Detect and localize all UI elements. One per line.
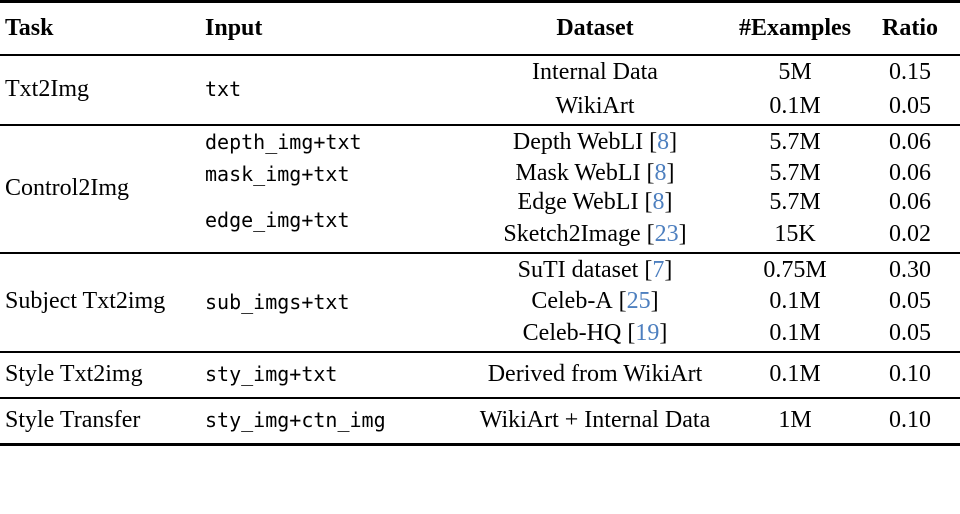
table-row: Sketch2Image [23] 15K 0.02	[0, 218, 960, 253]
table-row: edge_img+txt Edge WebLI [8] 5.7M 0.06	[0, 189, 960, 231]
bracket-close: ]	[664, 189, 673, 216]
cell-examples: 0.1M	[769, 288, 821, 315]
cell-input: sub_imgs+txt	[195, 251, 460, 352]
bracket-open: [	[644, 189, 653, 216]
cell-examples: 0.1M	[769, 319, 821, 346]
cell-examples: 5M	[730, 53, 860, 90]
cell-examples: 5.7M	[730, 123, 860, 160]
table-section-style-transfer: Style Transfer sty_img+ctn_img WikiArt +…	[0, 396, 960, 446]
citation-ref[interactable]: 8	[654, 160, 667, 187]
table-row: Celeb-A [25] 0.1M 0.05	[0, 288, 960, 317]
table-row: Control2Img depth_img+txt Depth WebLI [8…	[0, 123, 960, 253]
table-section-style-txt2img: Style Txt2img sty_img+txt Derived from W…	[0, 350, 960, 398]
cell-dataset: WikiArt	[555, 92, 635, 119]
cell-task: Control2Img	[0, 123, 195, 253]
cell-dataset: SuTI dataset [7]	[460, 251, 730, 288]
cell-dataset: Celeb-HQ [19]	[460, 317, 730, 352]
dataset-name: Depth WebLI	[512, 128, 644, 155]
citation-ref[interactable]: 8	[652, 189, 665, 216]
cell-examples: 0.1M	[769, 92, 821, 119]
bracket-open: [	[646, 160, 655, 187]
citation-ref[interactable]: 19	[635, 319, 660, 346]
cell-dataset: Derived from WikiArt	[460, 350, 730, 398]
citation-ref[interactable]: 7	[652, 256, 665, 283]
bracket-open: [	[649, 128, 658, 155]
cell-ratio: 0.10	[860, 396, 960, 446]
cell-input: sty_img+ctn_img	[195, 396, 460, 446]
header-row: Task Input Dataset #Examples Ratio	[0, 0, 960, 55]
table-row: Style Txt2img sty_img+txt Derived from W…	[0, 350, 960, 398]
cell-ratio: 0.30	[860, 251, 960, 288]
column-header-ratio: Ratio	[860, 0, 960, 55]
cell-input: edge_img+txt	[205, 207, 350, 232]
bracket-close: ]	[664, 256, 673, 283]
citation-ref[interactable]: 23	[654, 220, 679, 247]
cell-examples: 5.7M	[769, 189, 821, 216]
cell-task: Style Transfer	[0, 396, 195, 446]
cell-dataset: Mask WebLI [8]	[460, 160, 730, 189]
table-row: Style Transfer sty_img+ctn_img WikiArt +…	[0, 396, 960, 446]
cell-task: Txt2Img	[0, 53, 195, 125]
cell-ratio: 0.06	[889, 160, 931, 187]
bracket-close: ]	[666, 160, 675, 187]
dataset-name: Mask WebLI	[515, 160, 641, 187]
column-header-examples: #Examples	[730, 0, 860, 55]
cell-task: Style Txt2img	[0, 350, 195, 398]
cell-examples: 15K	[774, 220, 816, 247]
cell-ratio: 0.05	[889, 288, 931, 315]
bracket-open: [	[627, 319, 636, 346]
cell-input: sty_img+txt	[195, 350, 460, 398]
column-header-input: Input	[195, 0, 460, 55]
cell-dataset: Internal Data	[460, 53, 730, 90]
bracket-close: ]	[659, 319, 668, 346]
cell-examples: 0.1M	[730, 350, 860, 398]
cell-ratio: 0.10	[860, 350, 960, 398]
cell-input: mask_img+txt	[205, 161, 350, 186]
cell-ratio: 0.06	[889, 189, 931, 216]
cell-dataset: Edge WebLI [8]	[460, 189, 730, 218]
bracket-close: ]	[678, 220, 687, 247]
bracket-open: [	[646, 220, 655, 247]
table-row: Subject Txt2img sub_imgs+txt SuTI datase…	[0, 251, 960, 352]
cell-examples: 1M	[730, 396, 860, 446]
table-row: WikiArt 0.1M 0.05	[0, 90, 960, 125]
table-header: Task Input Dataset #Examples Ratio	[0, 0, 960, 55]
column-header-task: Task	[0, 0, 195, 55]
cell-examples: 5.7M	[769, 160, 821, 187]
cell-task: Subject Txt2img	[0, 251, 195, 352]
table-row: Celeb-HQ [19] 0.1M 0.05	[0, 317, 960, 352]
citation-ref[interactable]: 8	[657, 128, 670, 155]
cell-dataset: Celeb-A [25]	[460, 288, 730, 317]
bracket-open: [	[644, 256, 653, 283]
table-section-txt2img: Txt2Img txt Internal Data 5M 0.15 WikiAr…	[0, 53, 960, 125]
bracket-open: [	[618, 288, 627, 315]
dataset-name: Sketch2Image	[503, 220, 641, 247]
cell-dataset: WikiArt + Internal Data	[460, 396, 730, 446]
table-section-subject-txt2img: Subject Txt2img sub_imgs+txt SuTI datase…	[0, 251, 960, 352]
cell-ratio: 0.15	[860, 53, 960, 90]
bracket-close: ]	[669, 128, 678, 155]
dataset-name: SuTI dataset	[517, 256, 639, 283]
cell-examples: 0.75M	[730, 251, 860, 288]
cell-ratio: 0.05	[889, 92, 931, 119]
table-section-control2img: Control2Img depth_img+txt Depth WebLI [8…	[0, 123, 960, 253]
citation-ref[interactable]: 25	[626, 288, 651, 315]
column-header-dataset: Dataset	[460, 0, 730, 55]
cell-dataset: Depth WebLI [8]	[460, 123, 730, 160]
cell-input: depth_img+txt	[195, 123, 460, 160]
bracket-close: ]	[650, 288, 659, 315]
cell-dataset: Sketch2Image [23]	[460, 218, 730, 253]
table-row: Txt2Img txt Internal Data 5M 0.15	[0, 53, 960, 125]
dataset-mixture-table: Task Input Dataset #Examples Ratio Txt2I…	[0, 0, 960, 446]
table-row: mask_img+txt Mask WebLI [8] 5.7M 0.06	[0, 160, 960, 189]
cell-ratio: 0.05	[889, 319, 931, 346]
dataset-name: Celeb-A	[531, 288, 613, 315]
dataset-name: Edge WebLI	[517, 189, 639, 216]
cell-input: txt	[195, 53, 460, 125]
cell-ratio: 0.02	[889, 220, 931, 247]
dataset-name: Celeb-HQ	[522, 319, 622, 346]
cell-ratio: 0.06	[860, 123, 960, 160]
